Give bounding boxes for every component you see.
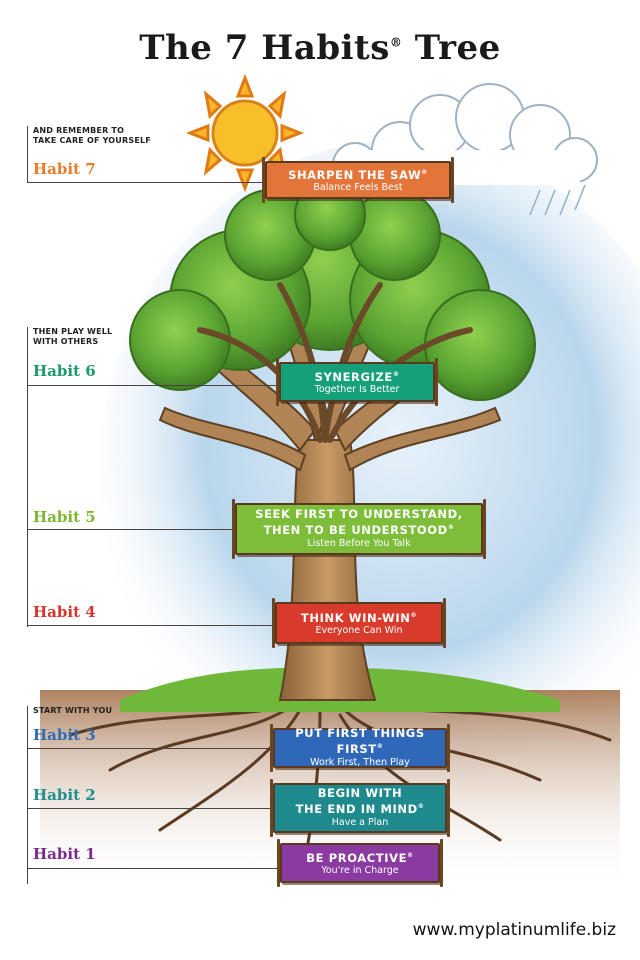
- habit-leader-line: [27, 748, 273, 749]
- section-label-public: THEN PLAY WELL WITH OTHERS: [33, 327, 112, 347]
- habit-leader-line: [27, 529, 235, 530]
- habit-2-sign: BEGIN WITH THE END IN MIND® Have a Plan: [270, 779, 450, 837]
- habit-leader-line: [27, 625, 275, 626]
- habit-4-label: Habit 4: [33, 603, 96, 621]
- section-label-renew: AND REMEMBER TO TAKE CARE OF YOURSELF: [33, 126, 151, 146]
- sign-subtitle: Everyone Can Win: [315, 625, 403, 637]
- habit-5-sign: SEEK FIRST TO UNDERSTAND, THEN TO BE UND…: [232, 499, 486, 559]
- sign-subtitle: Have a Plan: [331, 816, 389, 828]
- habit-6-sign: SYNERGIZE® Together Is Better: [276, 358, 438, 406]
- section-bracket: [27, 327, 28, 627]
- sign-subtitle: Balance Feels Best: [313, 182, 403, 194]
- sign-subtitle: Work First, Then Play: [310, 756, 410, 768]
- habit-3-label: Habit 3: [33, 726, 96, 744]
- habit-7-label: Habit 7: [33, 160, 96, 178]
- page-title: The 7 Habits® Tree: [0, 28, 640, 68]
- website-url: www.myplatinumlife.biz: [412, 920, 616, 940]
- habit-5-label: Habit 5: [33, 508, 96, 526]
- habit-leader-line: [27, 385, 279, 386]
- habit-3-sign: PUT FIRST THINGS FIRST® Work First, Then…: [270, 724, 450, 772]
- sign-title: THINK WIN-WIN®: [300, 610, 418, 625]
- habit-1-label: Habit 1: [33, 845, 96, 863]
- sign-title: SEEK FIRST TO UNDERSTAND, THEN TO BE UND…: [255, 507, 463, 537]
- title-suffix: Tree: [414, 28, 501, 68]
- habit-leader-line: [27, 868, 277, 869]
- sign-title: BE PROACTIVE®: [306, 850, 414, 865]
- sign-subtitle: You're in Charge: [321, 865, 399, 877]
- habit-leader-line: [27, 808, 273, 809]
- section-bracket: [27, 126, 28, 182]
- rain-lines: [529, 184, 586, 216]
- habit-4-sign: THINK WIN-WIN® Everyone Can Win: [272, 598, 446, 648]
- sign-title: SYNERGIZE®: [314, 369, 400, 384]
- section-label-line: THEN PLAY WELL: [33, 327, 113, 336]
- sign-subtitle: Together Is Better: [314, 384, 400, 396]
- title-text: The 7 Habits: [139, 28, 390, 68]
- habit-1-sign: BE PROACTIVE® You're in Charge: [277, 839, 443, 887]
- section-label-line: START WITH YOU: [33, 706, 113, 715]
- habit-2-label: Habit 2: [33, 786, 96, 804]
- section-label-line: AND REMEMBER TO: [33, 126, 125, 135]
- inner-branches: [197, 282, 473, 443]
- sign-title: PUT FIRST THINGS FIRST®: [295, 726, 425, 756]
- habit-7-sign: SHARPEN THE SAW® Balance Feels Best: [262, 157, 454, 203]
- sign-subtitle: Listen Before You Talk: [307, 537, 411, 549]
- habit-leader-line: [27, 182, 265, 183]
- habit-6-label: Habit 6: [33, 362, 96, 380]
- section-label-line: TAKE CARE OF YOURSELF: [33, 136, 151, 145]
- section-bracket: [27, 706, 28, 884]
- sign-title: BEGIN WITH THE END IN MIND®: [295, 786, 425, 816]
- title-registered-mark: ®: [389, 35, 403, 50]
- section-label-private: START WITH YOU: [33, 706, 112, 716]
- section-label-line: WITH OTHERS: [33, 337, 99, 346]
- sign-title: SHARPEN THE SAW®: [288, 167, 428, 182]
